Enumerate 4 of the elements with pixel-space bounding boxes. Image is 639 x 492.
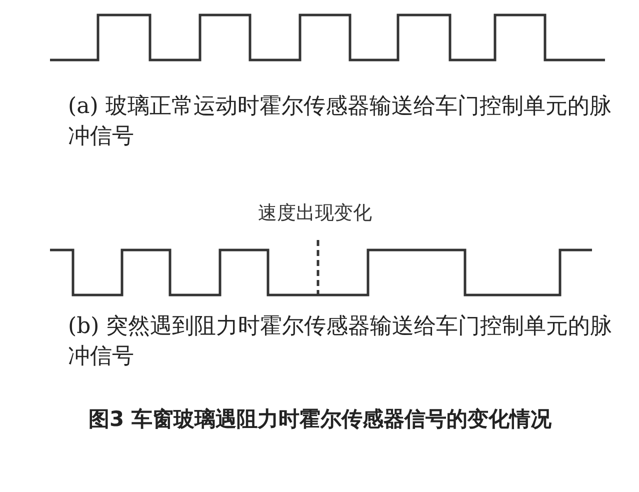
annotation-text: 速度出现变化 [258, 201, 372, 226]
caption-text: (b) 突然遇到阻力时霍尔传感器输送给车门控制单元的脉冲信号 [68, 313, 613, 371]
figure-caption: 图3 车窗玻璃遇阻力时霍尔传感器信号的变化情况 [88, 406, 552, 433]
caption-text: (a) 玻璃正常运动时霍尔传感器输送给车门控制单元的脉冲信号 [68, 93, 612, 151]
